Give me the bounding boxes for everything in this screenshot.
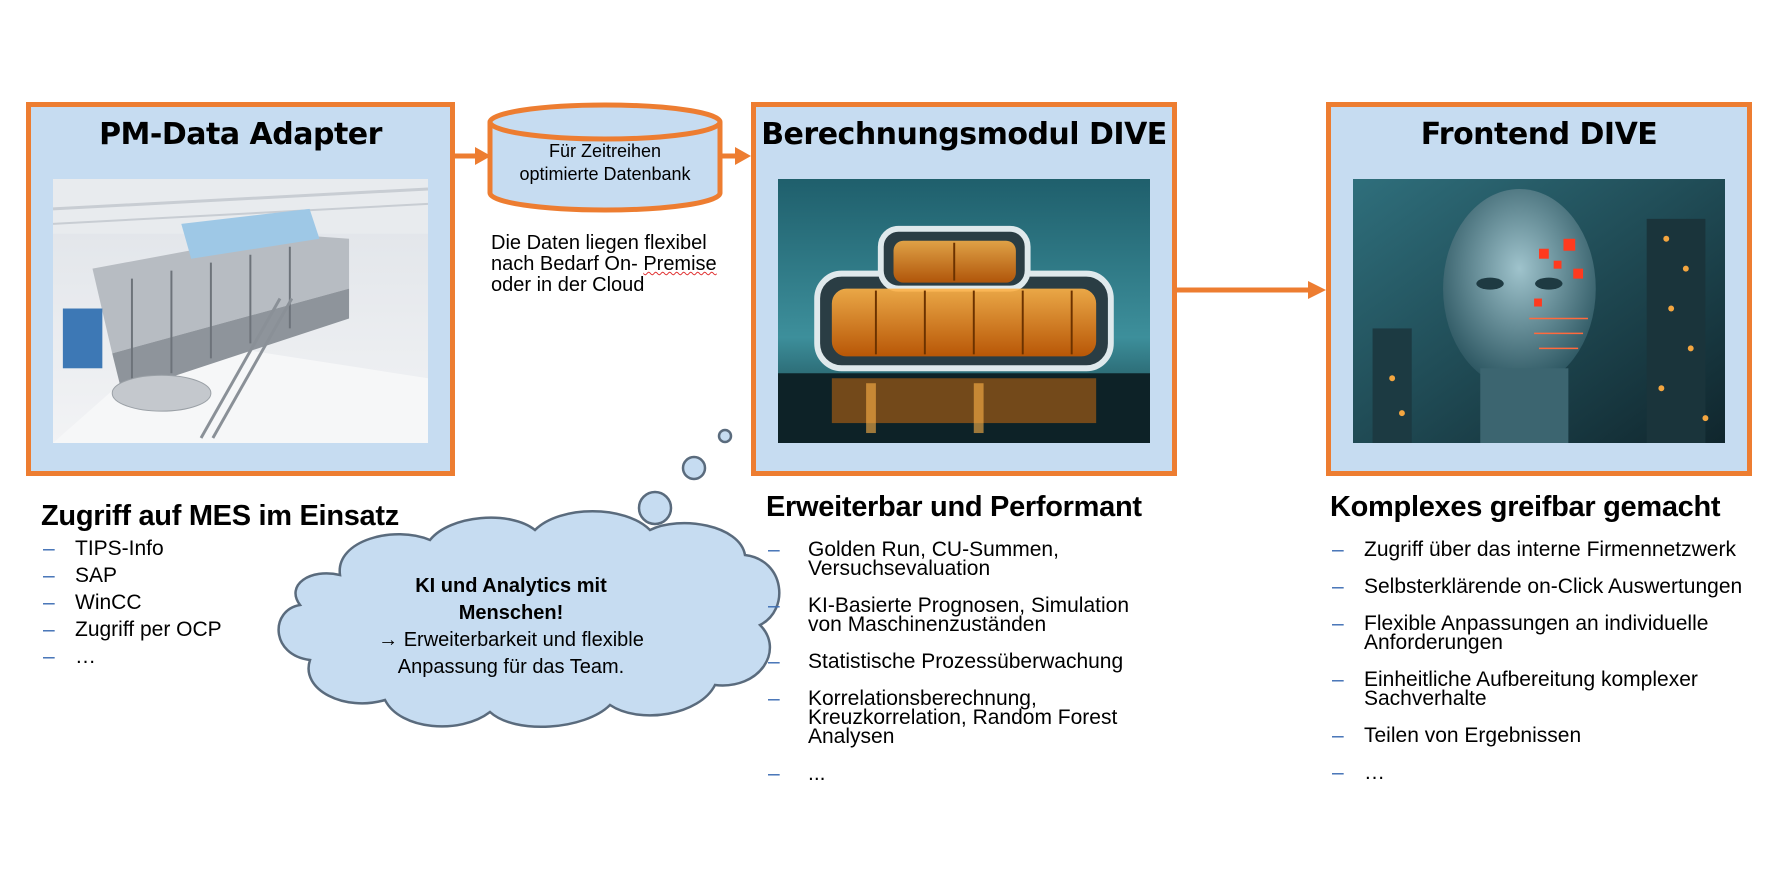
list-item-text: TIPS-Info — [75, 537, 164, 560]
bullet-dash: – — [43, 591, 55, 614]
list-item-text: Selbsterklärende on-Click Auswertungen — [1364, 575, 1743, 598]
calc-title: Berechnungsmodul DIVE — [761, 117, 1167, 152]
database-cylinder-icon — [487, 102, 723, 213]
list-item-text: WinCC — [75, 591, 142, 614]
building-render-image — [778, 179, 1150, 443]
thought-bubble-large — [637, 490, 673, 526]
bullet-dash: – — [768, 650, 780, 673]
calc-list: – Golden Run, CU-Summen, Versuchsevaluati… — [766, 538, 1166, 801]
bullet-dash: – — [1332, 668, 1344, 691]
cloud-bold-line2: Menschen! — [458, 602, 564, 624]
list-item-text: Flexible Anpassungen an individuelle Anf… — [1364, 612, 1709, 654]
list-item: – Golden Run, CU-Summen, Versuchsevaluati… — [766, 538, 1166, 580]
bullet-dash: – — [768, 762, 780, 785]
cloud-bold-line1: KI und Analytics mit — [415, 575, 607, 597]
list-item: – KI-Basierte Prognosen, Simulation von M… — [766, 594, 1166, 636]
list-item: –… — [41, 643, 222, 670]
database-note-part2: oder in der Cloud — [491, 274, 645, 296]
list-item: –Teilen von Ergebnissen — [1330, 724, 1770, 747]
list-item: –… — [1330, 761, 1770, 784]
list-item-text: Zugriff per OCP — [75, 618, 222, 641]
database-label-line1: Für Zeitreihen — [548, 141, 662, 161]
calc-box: Berechnungsmodul DIVE — [751, 102, 1177, 476]
adapter-list: –TIPS-Info –SAP –WinCC –Zugriff per OCP … — [41, 535, 222, 670]
thought-bubble-small — [717, 428, 733, 444]
list-item: –Zugriff über das interne Firmennetzwerk — [1330, 538, 1770, 561]
bullet-dash: – — [1332, 761, 1344, 784]
frontend-title: Frontend DIVE — [1420, 117, 1658, 152]
frontend-box: Frontend DIVE — [1326, 102, 1752, 476]
bullet-dash: – — [1332, 612, 1344, 635]
bullet-dash: – — [1332, 724, 1344, 747]
database-note-spellcheck-word: Premise — [643, 253, 717, 275]
bullet-dash: – — [1332, 575, 1344, 598]
list-item-text: Golden Run, CU-Summen, Versuchsevaluatio… — [808, 538, 1059, 580]
list-item-text: Korrelationsberechnung, Kreuzkorrelation… — [808, 687, 1118, 748]
list-item: –Einheitliche Aufbereitung komplexer Sac… — [1330, 668, 1770, 710]
list-item-text: … — [75, 645, 96, 668]
frontend-heading: Komplexes greifbar gemacht — [1330, 491, 1721, 523]
list-item-text: SAP — [75, 564, 118, 587]
adapter-box: PM-Data Adapter — [26, 102, 455, 476]
list-item-text: Zugriff über das interne Firmennetzwerk — [1364, 538, 1736, 561]
calc-heading: Erweiterbar und Performant — [766, 491, 1142, 523]
frontend-list: –Zugriff über das interne Firmennetzwerk… — [1330, 538, 1770, 800]
list-item: –WinCC — [41, 589, 222, 616]
list-item: –SAP — [41, 562, 222, 589]
cloud-line4: Anpassung für das Team. — [397, 656, 625, 678]
bullet-dash: – — [768, 687, 780, 710]
list-item-text: … — [1364, 761, 1385, 784]
thought-bubble-medium — [681, 455, 707, 481]
list-item-text: Statistische Prozessüberwachung — [808, 650, 1124, 673]
digital-face-image — [1353, 179, 1725, 443]
bullet-dash: – — [768, 538, 780, 561]
bullet-dash: – — [1332, 538, 1344, 561]
list-item: –TIPS-Info — [41, 535, 222, 562]
adapter-heading: Zugriff auf MES im Einsatz — [41, 500, 399, 532]
list-item-text: Teilen von Ergebnissen — [1364, 724, 1582, 747]
list-item-text: KI-Basierte Prognosen, Simulation von Ma… — [808, 594, 1129, 636]
cloud-text: KI und Analytics mit Menschen! → Erweite… — [366, 573, 656, 681]
list-item-text: Einheitliche Aufbereitung komplexer Sach… — [1364, 668, 1698, 710]
list-item-text: ... — [808, 762, 826, 785]
list-item: – Korrelationsberechnung, Kreuzkorrelatio… — [766, 687, 1166, 748]
list-item: –... — [766, 762, 1166, 785]
list-item: –Zugriff per OCP — [41, 616, 222, 643]
list-item: – Statistische Prozessüberwachung — [766, 650, 1166, 673]
bullet-dash: – — [43, 618, 55, 641]
list-item: –Selbsterklärende on-Click Auswertungen — [1330, 575, 1770, 598]
database-note-part1: Die Daten liegen flexibel nach Bedarf On… — [491, 232, 707, 275]
cloud-line3: → Erweiterbarkeit und flexible — [378, 629, 644, 651]
bullet-dash: – — [43, 564, 55, 587]
bullet-dash: – — [768, 594, 780, 617]
database-label: Für Zeitreihen optimierte Datenbank — [490, 140, 720, 186]
bullet-dash: – — [43, 645, 55, 668]
database-note: Die Daten liegen flexibel nach Bedarf On… — [491, 233, 751, 296]
list-item: –Flexible Anpassungen an individuelle An… — [1330, 612, 1770, 654]
database-label-line2: optimierte Datenbank — [519, 164, 691, 184]
bullet-dash: – — [43, 537, 55, 560]
paper-machine-image — [53, 179, 428, 443]
adapter-title: PM-Data Adapter — [99, 117, 382, 152]
